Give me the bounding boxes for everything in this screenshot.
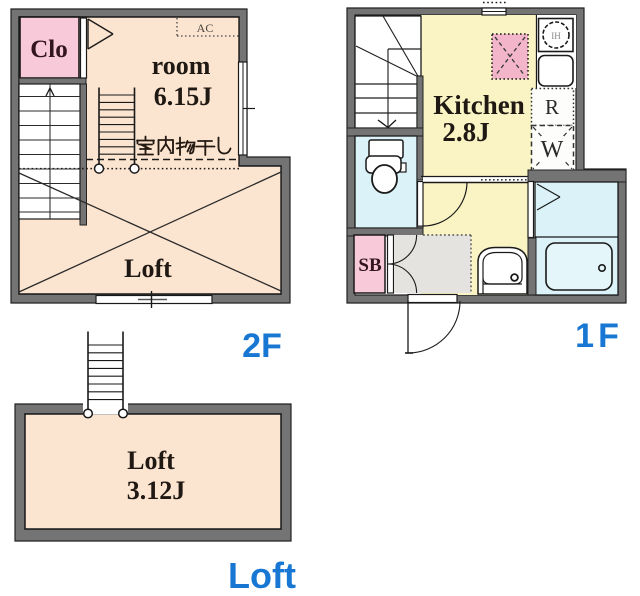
svg-text:W: W: [541, 137, 564, 163]
svg-text:Loft: Loft: [228, 555, 296, 596]
svg-text:2F: 2F: [242, 327, 282, 365]
svg-text:2.8J: 2.8J: [442, 117, 489, 147]
svg-text:R: R: [545, 95, 559, 119]
svg-text:Clo: Clo: [30, 36, 68, 63]
svg-text:AC: AC: [197, 21, 214, 35]
svg-text:Loft: Loft: [124, 254, 172, 283]
svg-text:1F: 1F: [575, 317, 623, 355]
svg-text:6.15J: 6.15J: [154, 82, 213, 111]
svg-text:Kitchen: Kitchen: [433, 90, 525, 120]
svg-text:room: room: [152, 51, 211, 80]
svg-text:Loft: Loft: [127, 446, 175, 475]
svg-text:IH: IH: [551, 31, 561, 41]
svg-text:SB: SB: [358, 255, 382, 276]
svg-text:3.12J: 3.12J: [127, 476, 186, 505]
